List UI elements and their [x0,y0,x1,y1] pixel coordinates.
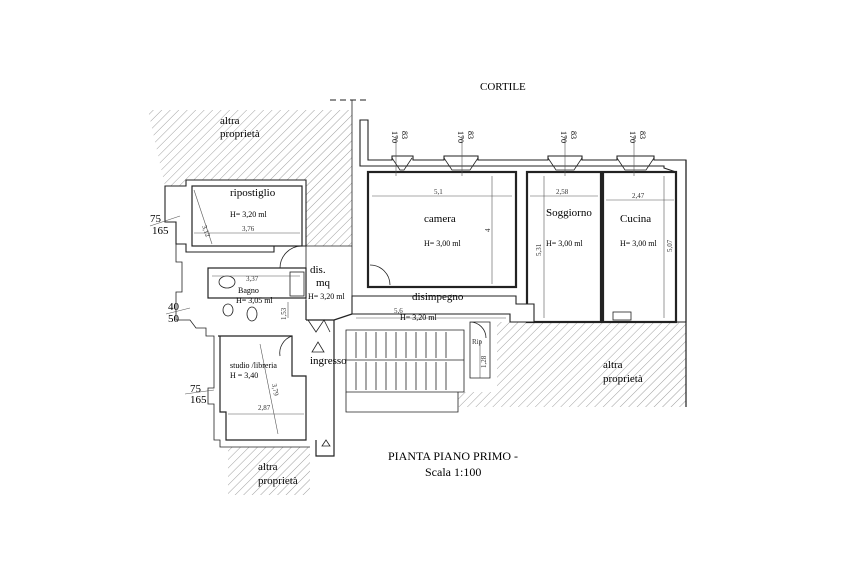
cucina-label: Cucina [620,213,651,225]
cucina-room [601,170,678,324]
window-2-bottom: 170 [456,131,465,143]
left-block-walls [165,221,310,448]
bagno-dim-depth: 1,53 [280,307,288,320]
dimension-lines [149,136,674,435]
window-1-bottom: 170 [390,131,399,143]
soggiorno-label: Soggiorno [546,207,592,219]
neighbour-bottom-line1: altra [258,461,278,473]
bagno-toilet-icon [246,306,258,322]
window-2-top: 83 [466,131,475,139]
ripostiglio-room [191,185,303,247]
bagno-room [207,267,307,299]
bagno-bidet-icon [222,303,234,317]
soggiorno-room [525,170,603,324]
rip-closet [469,321,491,379]
studio-dim-width: 2,87 [258,404,271,412]
side-opening-2-bottom: 50 [168,313,180,325]
camera-door-arc [369,264,391,286]
disimpegno-corridor [351,295,535,323]
rip-label: Rip [472,338,483,346]
dis-label-line2: mq [316,277,331,289]
rip-dim: 1,28 [480,355,488,368]
cucina-dim-width: 2,47 [632,192,645,200]
side-opening-2-top: 40 [168,301,180,313]
ripostiglio-dim-depth: 3,12 [200,224,212,239]
neighbour-right-line2: proprietà [603,373,643,385]
plan-title: PIANTA PIANO PRIMO - [388,449,518,463]
bagno-sink-icon [218,275,236,289]
window-1-top: 83 [400,131,409,139]
side-opening-1-bottom: 165 [152,225,169,237]
camera-label: camera [424,213,456,225]
studio-height: H = 3,40 [230,371,258,380]
neighbour-top-left-line1: altra [220,115,240,127]
camera-height: H= 3,00 ml [424,239,462,248]
soggiorno-dim-width: 2,58 [556,188,569,196]
ripostiglio-dim-width: 3,76 [242,225,255,233]
neighbour-hatch-right [458,322,686,407]
studio-door-arc [279,335,293,357]
entrance-door-icon [307,319,331,333]
bagno-height: H= 3,05 ml [236,296,274,305]
neighbour-top-left-line2: proprietà [220,128,260,140]
ripostiglio-label: ripostiglio [230,187,276,199]
cucina-height: H= 3,00 ml [620,239,658,248]
neighbour-bottom-line2: proprietà [258,475,298,487]
dis-label-line1: dis. [310,264,326,276]
ingresso-walls [305,300,353,457]
entrance-arrow-icon [311,341,325,353]
window-3-top: 83 [569,131,578,139]
ingresso-label: ingresso [310,355,347,367]
neighbour-hatch-top-left [148,110,352,246]
soggiorno-dim-depth: 5,31 [535,243,543,256]
studio-room [218,335,307,441]
courtyard-label: CORTILE [480,81,526,93]
disimpegno-dim-width: 5,6 [394,307,403,315]
window-3-bottom: 170 [559,131,568,143]
window-4-top: 83 [638,131,647,139]
dis-height: H= 3,20 ml [308,292,346,301]
camera-dim-depth: 4 [484,228,492,232]
staircase [321,329,465,447]
studio-dim-depth: 3,79 [270,383,280,397]
plan-scale: Scala 1:100 [425,465,481,479]
studio-label: studio /libreria [230,361,277,370]
bagno-label: Bagno [238,286,259,295]
disimpegno-height: H= 3,20 ml [400,313,438,322]
bagno-shower-icon [289,271,305,297]
bagno-dim-width: 3,37 [246,275,259,283]
side-opening-3-bottom: 165 [190,394,207,406]
camera-room [366,170,518,289]
neighbour-hatch-bottom [228,447,310,495]
side-opening-1-top: 75 [150,213,162,225]
neighbour-right-line1: altra [603,359,623,371]
window-4-bottom: 170 [628,131,637,143]
disimpegno-label: disimpegno [412,291,464,303]
cucina-dim-depth: 5,07 [666,239,674,252]
ripostiglio-height: H= 3,20 ml [230,210,268,219]
main-block-walls [359,119,687,323]
side-opening-3-top: 75 [190,383,202,395]
dis-door-arc [279,245,303,269]
soggiorno-height: H= 3,00 ml [546,239,584,248]
cucina-vent [612,311,632,321]
camera-dim-width: 5,1 [434,188,443,196]
